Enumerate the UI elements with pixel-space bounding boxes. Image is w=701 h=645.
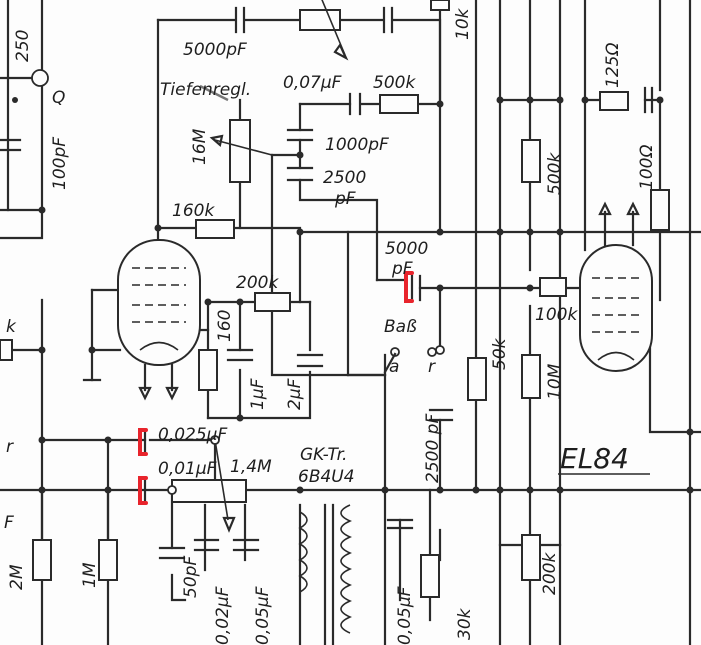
label-r-10m: 10M (545, 363, 565, 400)
red-mark-001uf (138, 476, 148, 505)
label-c-5000pf-mid-b: pF (391, 259, 413, 279)
label-r-50k: 50k (490, 337, 510, 370)
label-c-1uf: 1μF (248, 378, 268, 410)
label-c-2500pf-a: 2500 (323, 168, 366, 188)
label-r-160k-h: 160k (172, 201, 215, 221)
label-r-1m: 1M (80, 562, 100, 588)
label-left-k: k (6, 317, 17, 337)
label-r-100k: 100k (535, 305, 578, 325)
label-r-2m: 2M (7, 564, 27, 590)
red-mark-5000pf (404, 271, 414, 303)
label-c-2500pf-b: pF (334, 189, 356, 209)
label-c-2uf: 2μF (285, 378, 305, 410)
label-c-005uf-a: 0,05μF (253, 586, 273, 645)
label-r-30k: 30k (455, 607, 475, 640)
label-left-100pf: 100pF (50, 137, 70, 190)
label-r-125ohm: 125Ω (603, 43, 623, 88)
label-left-f: F (4, 513, 14, 533)
label-c-002uf: 0,02μF (213, 586, 233, 645)
label-r-500k-top: 500k (373, 73, 416, 93)
labels: 5000pF Tiefenregl. 0,07μF 500k 10k 1000p… (4, 7, 657, 645)
label-c-005uf-b: 0,05μF (395, 586, 415, 645)
label-r-16m: 16M (190, 128, 210, 165)
label-bass: Baß (384, 317, 417, 337)
label-left-250: 250 (13, 30, 33, 62)
label-r-100ohm: 100Ω (637, 145, 657, 190)
label-r-200k: 200k (236, 273, 279, 293)
red-mark-0025uf (138, 428, 148, 456)
components (0, 0, 670, 645)
label-switch-a: a (389, 357, 399, 377)
label-c-1000pf: 1000pF (325, 135, 389, 155)
label-c-5000pf-mid-a: 5000 (385, 239, 428, 259)
label-tube-el84: EL84 (560, 442, 629, 475)
label-tiefenregl: Tiefenregl. (160, 80, 251, 100)
red-highlight-marks (138, 271, 414, 505)
label-trafo-b: 6B4U4 (298, 467, 355, 487)
label-trafo-a: GK-Tr. (300, 445, 347, 465)
label-c-5000pf-top: 5000pF (183, 40, 247, 60)
label-r-500k-right: 500k (545, 152, 565, 195)
label-c-2500pf-vert: 2500 pF (423, 414, 443, 483)
junctions (12, 96, 694, 495)
label-c-007uf: 0,07μF (283, 73, 342, 93)
label-switch-r: r (428, 357, 436, 377)
label-r-200k-bottom: 200k (540, 552, 560, 595)
label-left-q: Q (52, 88, 65, 108)
label-c-0025uf: 0,025μF (158, 425, 227, 445)
label-c-50pf: 50pF (181, 556, 201, 598)
label-r-10k: 10k (453, 7, 473, 40)
label-r-14m: 1,4M (230, 457, 272, 477)
label-c-001uf: 0,01μF (158, 459, 217, 479)
label-r-160k-v: 160 (215, 310, 235, 342)
transformer (298, 503, 352, 645)
label-left-r: r (6, 437, 14, 457)
